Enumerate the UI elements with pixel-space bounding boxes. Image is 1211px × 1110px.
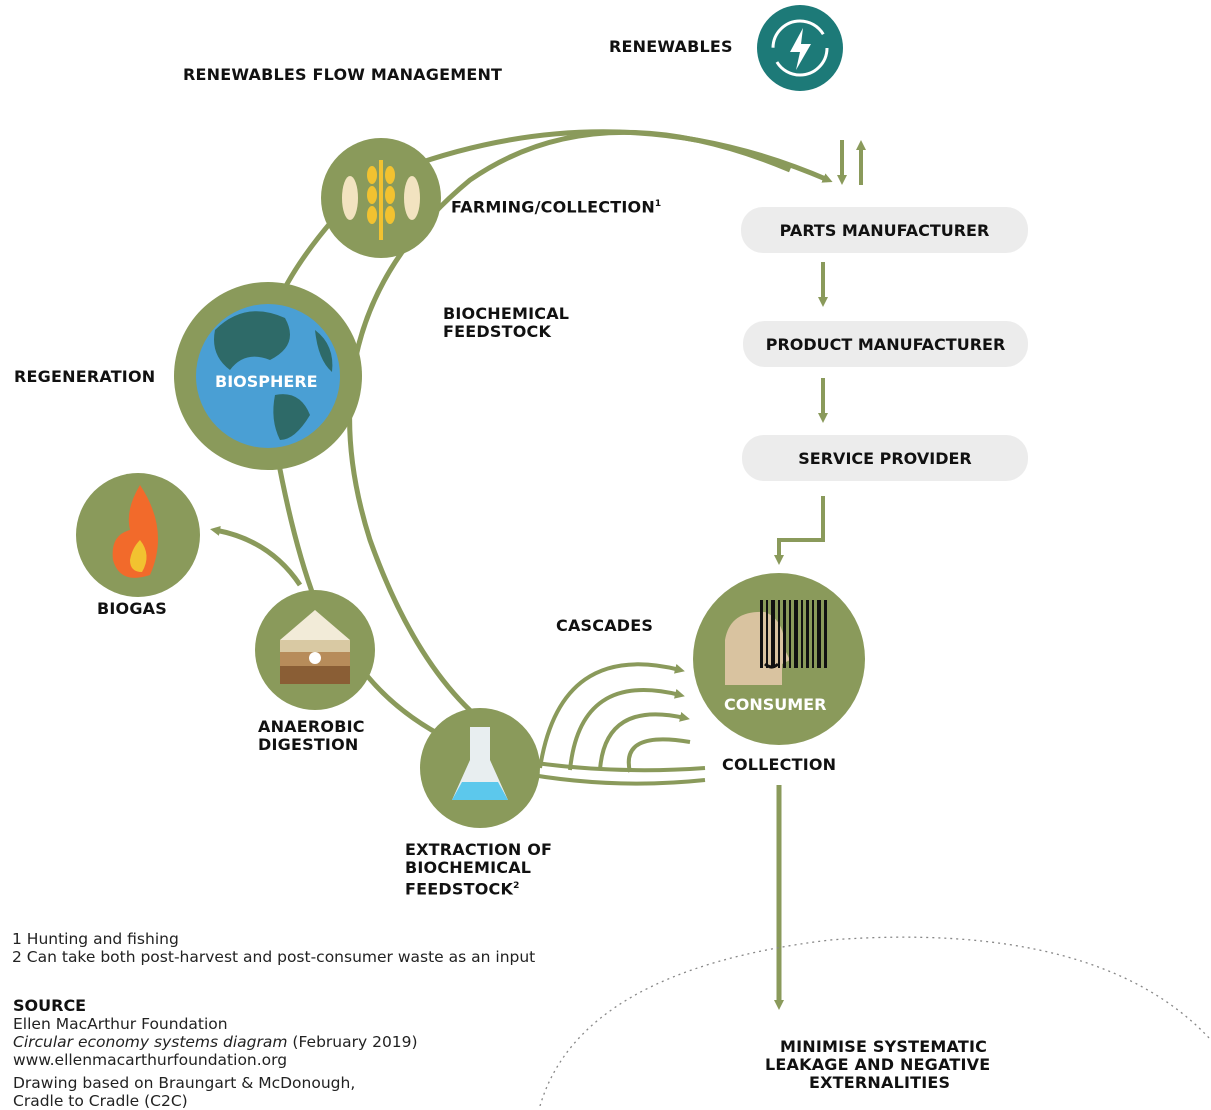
renewables-flow-arc <box>404 129 833 183</box>
cascade-2 <box>568 688 685 771</box>
regeneration-label: REGENERATION <box>14 367 156 386</box>
source-title-italic: Circular economy systems diagram <box>13 1033 288 1051</box>
biogas-icon <box>76 473 200 597</box>
footnote-ref-1: 1 <box>654 199 662 209</box>
source-drawing-1: Drawing based on Braungart & McDonough, <box>13 1074 356 1092</box>
footnote-2: 2 Can take both post-harvest and post-co… <box>12 948 536 966</box>
biosphere-icon <box>174 282 362 470</box>
anaerobic-digestion-icon <box>255 590 375 710</box>
anaerobic-label-1: ANAEROBIC <box>258 717 365 736</box>
extraction-icon <box>420 708 540 828</box>
footnote-1: 1 Hunting and fishing <box>12 930 179 948</box>
extraction-label-1: EXTRACTION OF <box>405 840 553 859</box>
renewables-flow-label: RENEWABLES FLOW MANAGEMENT <box>183 65 503 84</box>
source-org: Ellen MacArthur Foundation <box>13 1015 228 1033</box>
collection-return-1 <box>514 758 706 773</box>
source-drawing-2: Cradle to Cradle (C2C) <box>13 1092 188 1110</box>
source-url: www.ellenmacarthurfoundation.org <box>13 1051 288 1069</box>
cascades-label: CASCADES <box>556 616 654 635</box>
anaerobic-label-2: DIGESTION <box>258 735 359 754</box>
source-heading: SOURCE <box>13 996 87 1015</box>
leakage-label-1: MINIMISE SYSTEMATIC <box>780 1037 988 1056</box>
cascade-4 <box>626 737 691 773</box>
cascade-1 <box>538 662 685 769</box>
source-title: Circular economy systems diagram (Februa… <box>13 1033 418 1051</box>
extraction-text-3: FEEDSTOCK <box>405 879 514 899</box>
footnote-ref-2: 2 <box>513 881 520 891</box>
biochemical-feedstock-label-1: BIOCHEMICAL <box>443 304 570 323</box>
farming-text: FARMING/COLLECTION <box>451 197 655 217</box>
collection-label: COLLECTION <box>722 755 837 774</box>
biosphere-label: BIOSPHERE <box>215 372 318 391</box>
consumer-label: CONSUMER <box>724 695 827 714</box>
cascade-3 <box>598 712 690 771</box>
to-biogas-arrow <box>210 525 303 587</box>
extraction-label-3: FEEDSTOCK2 <box>405 877 520 898</box>
renewables-icon <box>757 5 843 91</box>
source-title-date: (February 2019) <box>287 1033 418 1051</box>
parts-manufacturer: PARTS MANUFACTURER <box>741 207 1028 253</box>
product-manufacturer: PRODUCT MANUFACTURER <box>743 321 1028 367</box>
biochemical-feedstock-label-2: FEEDSTOCK <box>443 322 552 341</box>
leakage-ellipse <box>539 936 1211 1106</box>
farming-label: FARMING/COLLECTION1 <box>451 195 661 216</box>
leakage-label-2: LEAKAGE AND NEGATIVE <box>765 1055 991 1074</box>
consumer-icon <box>693 573 865 745</box>
service-provider: SERVICE PROVIDER <box>742 435 1028 481</box>
renewables-label: RENEWABLES <box>609 37 733 56</box>
collection-return-2 <box>514 770 706 786</box>
extraction-label-2: BIOCHEMICAL <box>405 858 532 877</box>
farming-icon <box>321 138 441 258</box>
biochemical-feedstock-arc <box>347 129 791 738</box>
leakage-label-3: EXTERNALITIES <box>809 1073 951 1092</box>
biogas-label: BIOGAS <box>97 599 167 618</box>
service-to-consumer-arrow <box>774 496 825 565</box>
